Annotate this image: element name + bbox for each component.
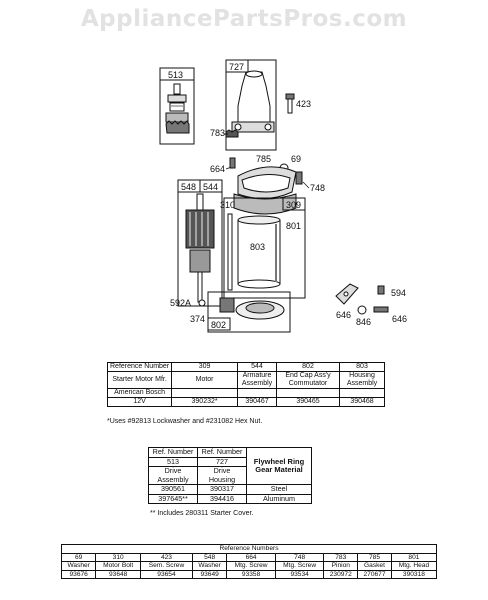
end-cap-assembly-802: 592A 374 802 <box>170 291 291 333</box>
table2-cell: 397645** <box>148 493 198 504</box>
table2-cell: 390317 <box>197 484 247 495</box>
mounting-bracket-646: 594 646 846 646 <box>335 283 407 327</box>
callout-592a: 592A <box>170 298 191 308</box>
table2-desc: Drive Assembly <box>148 466 198 485</box>
table1-cell: 390468 <box>339 397 385 407</box>
table2-desc: Drive Housing <box>197 466 247 485</box>
table1-cell <box>171 388 238 398</box>
table1-note: *Uses #92813 Lockwasher and #231082 Hex … <box>107 418 263 425</box>
table1-cell: 390232* <box>171 397 238 407</box>
callout-785: 785 <box>256 154 271 164</box>
table2-cell: Aluminum <box>246 493 312 504</box>
callout-783: 783 <box>210 128 225 138</box>
drive-assembly-513: 513 <box>159 67 195 145</box>
table3-ref: 664 <box>226 552 276 563</box>
table1-cell <box>276 388 340 398</box>
table2-ref-label: Ref. Number <box>148 447 198 458</box>
table3-part: 93649 <box>191 569 228 580</box>
table3-ref: 785 <box>357 552 392 563</box>
callout-310: 310 <box>220 200 235 210</box>
table1-cell: 390465 <box>276 397 340 407</box>
callout-423: 423 <box>296 99 311 109</box>
table3-name: Mtg. Screw <box>274 561 325 571</box>
table3-name: Gasket <box>357 561 392 571</box>
table3-name: Sem. Screw <box>139 561 193 571</box>
callout-513: 513 <box>168 70 183 80</box>
table2-cell: 390561 <box>148 484 198 495</box>
table3-part: 93648 <box>95 569 141 580</box>
table1-desc: Armature Assembly <box>237 371 277 389</box>
table1-header: 309 <box>171 362 238 372</box>
drive-housing-727: 727 <box>225 59 277 151</box>
table3-part: 390318 <box>390 569 438 580</box>
table3-ref: 748 <box>274 552 325 563</box>
motor-housing-309: 310 309 801 803 <box>220 197 306 299</box>
callout-69: 69 <box>291 154 301 164</box>
table3-name: Motor Bolt <box>95 561 141 571</box>
table1-desc: Motor <box>171 371 238 389</box>
callout-646-left: 646 <box>336 310 351 320</box>
callout-309: 309 <box>286 200 301 210</box>
table2-cell: Steel <box>246 484 312 495</box>
table3-ref: 423 <box>139 552 193 563</box>
table1-mfr: American Bosch <box>106 388 173 398</box>
table2-note: ** Includes 280311 Starter Cover. <box>150 510 254 517</box>
table3-part: 93654 <box>139 569 193 580</box>
starter-motor-table: Reference Number 309 544 802 803 Starter… <box>106 362 385 407</box>
table2-ref-label: Ref. Number <box>197 447 247 458</box>
table1-desc: Starter Motor Mfr. <box>106 371 173 389</box>
table3-name: Washer <box>60 561 97 571</box>
table1-header: 544 <box>237 362 277 372</box>
table1-header: 802 <box>276 362 340 372</box>
table3-ref: 69 <box>60 552 97 563</box>
armature-assembly-544: 548 544 <box>177 179 223 307</box>
table2-cell: 394416 <box>197 493 247 504</box>
table3-ref: 310 <box>95 552 141 563</box>
table3-part: 93358 <box>226 569 276 580</box>
callout-802: 802 <box>211 320 226 330</box>
table3-name: Washer <box>191 561 228 571</box>
table3-name: Mtg. Head <box>390 561 438 571</box>
callout-544: 544 <box>203 182 218 192</box>
table3-title: Reference Numbers <box>61 544 437 554</box>
callout-727: 727 <box>229 62 244 72</box>
table3-part: 270677 <box>357 569 392 580</box>
screw-423: 423 <box>285 93 311 114</box>
table1-cell: 390467 <box>237 397 277 407</box>
table3-part: 230972 <box>323 569 359 580</box>
callout-594: 594 <box>391 288 406 298</box>
callout-803: 803 <box>250 242 265 252</box>
table3-name: Mtg. Screw <box>226 561 276 571</box>
table1-cell <box>237 388 277 398</box>
table1-desc: End Cap Ass'y Commutator <box>276 371 340 389</box>
callout-374: 374 <box>190 314 205 324</box>
table2-material-header: Flywheel Ring Gear Material <box>246 447 312 485</box>
table3-name: Pinion <box>323 561 359 571</box>
reference-numbers-table: Reference Numbers 69 310 423 548 664 748… <box>60 544 438 580</box>
watermark: AppliancePartsPros.com <box>80 6 408 32</box>
table3-ref: 801 <box>390 552 438 563</box>
pinion-783: 783 <box>210 128 239 138</box>
table3-part: 93534 <box>274 569 325 580</box>
callout-801: 801 <box>286 221 301 231</box>
drive-assembly-table: Ref. Number Ref. Number Flywheel Ring Ge… <box>148 447 312 504</box>
callout-846: 846 <box>356 317 371 327</box>
mounting-head-801: 664 785 69 748 <box>210 154 325 215</box>
callout-646-right: 646 <box>392 314 407 324</box>
table1-cell <box>339 388 385 398</box>
callout-748: 748 <box>310 183 325 193</box>
table1-header: Reference Number <box>106 362 173 372</box>
table1-cell: 12V <box>106 397 173 407</box>
table1-header: 803 <box>339 362 385 372</box>
table1-desc: Housing Assembly <box>339 371 385 389</box>
table3-ref: 548 <box>191 552 228 563</box>
callout-664: 664 <box>210 164 225 174</box>
callout-548: 548 <box>181 182 196 192</box>
table3-ref: 783 <box>323 552 359 563</box>
table3-part: 93676 <box>60 569 97 580</box>
